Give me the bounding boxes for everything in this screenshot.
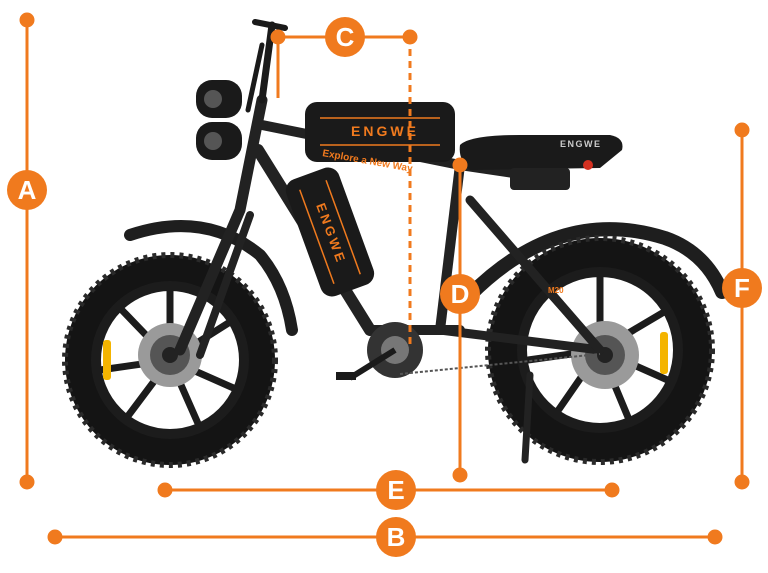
dimension-badge-d: D: [440, 274, 480, 314]
seat-brand: ENGWE: [560, 139, 602, 149]
rear-reflector: [660, 332, 668, 374]
svg-text:D: D: [451, 279, 470, 309]
svg-text:F: F: [734, 273, 750, 303]
svg-text:B: B: [387, 522, 406, 552]
seat: ENGWE: [459, 135, 623, 190]
front-fender: [124, 220, 298, 336]
front-wheel: [62, 252, 278, 468]
svg-text:C: C: [336, 22, 355, 52]
front-reflector: [103, 340, 111, 380]
dimension-badge-c: C: [325, 17, 365, 57]
dimension-lines: [19, 12, 750, 545]
kickstand: [521, 371, 534, 464]
dimension-badge-e: E: [376, 470, 416, 510]
headlights: [196, 80, 242, 160]
dimension-badge-a: A: [7, 170, 47, 210]
down-battery: ENGWE: [285, 167, 375, 297]
dimension-badge-f: F: [722, 268, 762, 308]
top-battery-brand: ENGWE: [351, 123, 419, 139]
svg-text:E: E: [387, 475, 404, 505]
bike-illustration: ENGWE Explore a New Way ENGWE ENGWE: [62, 19, 729, 468]
handlebar: [245, 19, 288, 113]
fender-label: M20: [548, 286, 564, 295]
svg-text:A: A: [18, 175, 37, 205]
tail-light: [583, 160, 593, 170]
drivetrain: [336, 322, 601, 381]
dimension-badge-b: B: [376, 517, 416, 557]
